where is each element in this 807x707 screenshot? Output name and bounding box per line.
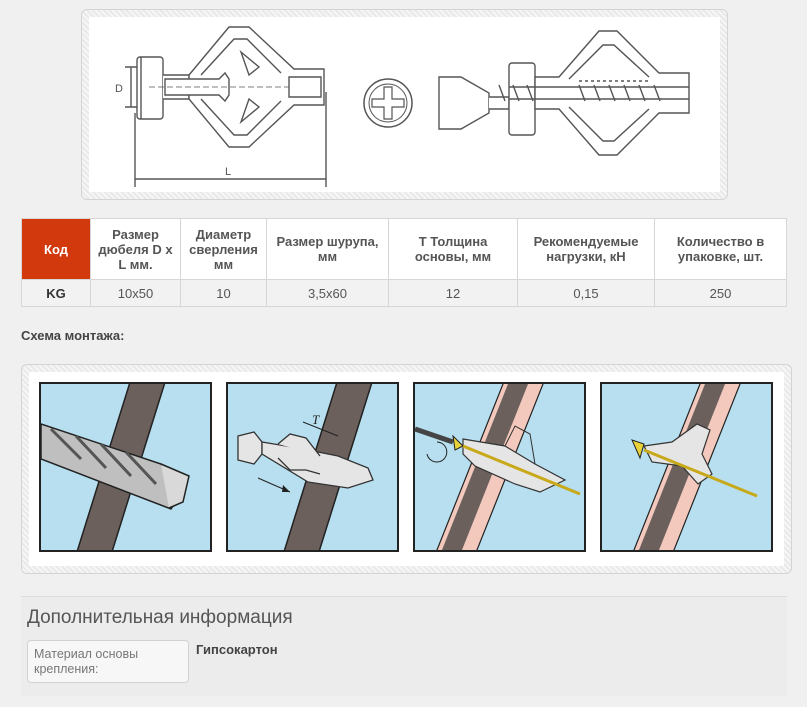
montage-step-drill (39, 382, 212, 552)
table-header-row: Код Размер дюбеля D x L мм. Диаметр свер… (21, 218, 787, 280)
table-header: Количество в упаковке, шт. (654, 218, 787, 280)
additional-info-section: Дополнительная информация Материал основ… (21, 596, 787, 696)
table-cell: 250 (654, 279, 787, 307)
table-cell: KG (21, 279, 91, 307)
montage-step-screw (413, 382, 586, 552)
spec-table: Код Размер дюбеля D x L мм. Диаметр свер… (21, 218, 787, 307)
table-header: Диаметр сверления мм (180, 218, 267, 280)
dimension-l-label: L (225, 166, 231, 178)
table-cell: 10 (180, 279, 267, 307)
montage-title: Схема монтажа: (21, 328, 125, 343)
table-cell: 0,15 (517, 279, 655, 307)
table-header: Т Толщина основы, мм (388, 218, 518, 280)
base-material-value: Гипсокартон (196, 642, 278, 657)
table-cell: 3,5x60 (266, 279, 389, 307)
additional-info-title: Дополнительная информация (27, 607, 293, 628)
screw-head-icon (363, 78, 413, 128)
table-cell: 10x50 (90, 279, 181, 307)
table-header: Рекомендуемые нагрузки, кН (517, 218, 655, 280)
table-cell: 12 (388, 279, 518, 307)
montage-step-insert: T (226, 382, 399, 552)
dowel-drawing-frame: D L (81, 9, 728, 200)
dimension-d-label: D (115, 83, 123, 95)
table-header: Код (21, 218, 91, 280)
table-header: Размер дюбеля D x L мм. (90, 218, 181, 280)
table-row: KG 10x50 10 3,5x60 12 0,15 250 (21, 279, 787, 307)
base-material-label: Материал основы крепления: (27, 640, 189, 683)
thickness-t-label: T (312, 412, 320, 427)
montage-step-done (600, 382, 773, 552)
dowel-technical-drawing: D L (115, 26, 690, 187)
table-header: Размер шурупа, мм (266, 218, 389, 280)
montage-frame: T (21, 364, 792, 574)
